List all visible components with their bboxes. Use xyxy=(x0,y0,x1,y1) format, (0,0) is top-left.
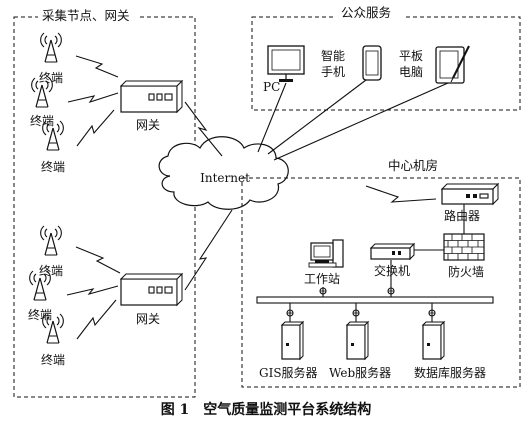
pc-monitor-icon xyxy=(267,45,305,82)
db-server-label: 数据库服务器 xyxy=(414,365,486,380)
wireless-link xyxy=(76,109,115,147)
tablet-label-line1: 平板 xyxy=(399,49,423,63)
network-bus xyxy=(256,296,494,304)
gateway-icon xyxy=(120,273,183,306)
gateway-icon xyxy=(120,80,183,113)
router-label: 路由器 xyxy=(444,208,480,223)
pc-connection xyxy=(257,82,287,153)
gateway-label: 网关 xyxy=(136,312,160,326)
internet-cloud-icon xyxy=(158,136,289,210)
gis-server-icon xyxy=(281,321,304,360)
gis-server-label: GIS服务器 xyxy=(259,365,318,380)
internet-label: Internet xyxy=(200,171,250,185)
gateway-label: 网关 xyxy=(136,118,160,132)
terminal-label: 终端 xyxy=(39,263,63,278)
public-service-title: 公众服务 xyxy=(341,5,391,20)
smartphone-connection xyxy=(267,79,367,155)
web-server-icon xyxy=(346,321,369,360)
switch-label: 交换机 xyxy=(374,263,410,278)
smartphone-label-line2: 手机 xyxy=(321,65,345,79)
terminal-label: 终端 xyxy=(39,70,63,85)
workstation-icon xyxy=(308,239,344,268)
gateway-uplink xyxy=(184,101,223,157)
workstation-label: 工作站 xyxy=(304,272,340,286)
data-center-region xyxy=(241,177,521,388)
smartphone-icon xyxy=(362,45,382,81)
collection-region xyxy=(13,16,196,398)
firewall-label: 防火墙 xyxy=(448,264,484,279)
collection-region-title: 采集节点、网关 xyxy=(42,8,130,23)
wireless-link xyxy=(75,246,121,274)
tablet-connection xyxy=(273,82,449,161)
tablet-icon xyxy=(435,45,470,84)
router-icon xyxy=(440,182,500,206)
web-server-label: Web服务器 xyxy=(329,365,391,380)
wireless-link xyxy=(66,285,119,296)
db-server-icon xyxy=(422,321,445,360)
terminal-label: 终端 xyxy=(28,307,52,322)
data-center-title: 中心机房 xyxy=(388,158,438,173)
figure-caption: 图 1 空气质量监测平台系统结构 xyxy=(161,401,372,418)
terminal-label: 终端 xyxy=(41,159,65,174)
wireless-link xyxy=(67,92,119,104)
firewall-icon xyxy=(443,233,485,261)
terminal-label: 终端 xyxy=(30,113,54,128)
wireless-link xyxy=(75,55,119,78)
pc-label: PC xyxy=(263,80,280,94)
switch-icon xyxy=(369,242,416,261)
smartphone-label-line1: 智能 xyxy=(321,48,345,63)
tablet-label-line2: 电脑 xyxy=(399,65,423,79)
router-uplink xyxy=(365,185,437,203)
terminal-antenna-icon xyxy=(40,225,62,256)
gateway-uplink xyxy=(184,209,233,291)
terminal-antenna-icon xyxy=(40,32,62,63)
terminal-label: 终端 xyxy=(41,352,65,367)
wireless-link xyxy=(76,299,117,340)
